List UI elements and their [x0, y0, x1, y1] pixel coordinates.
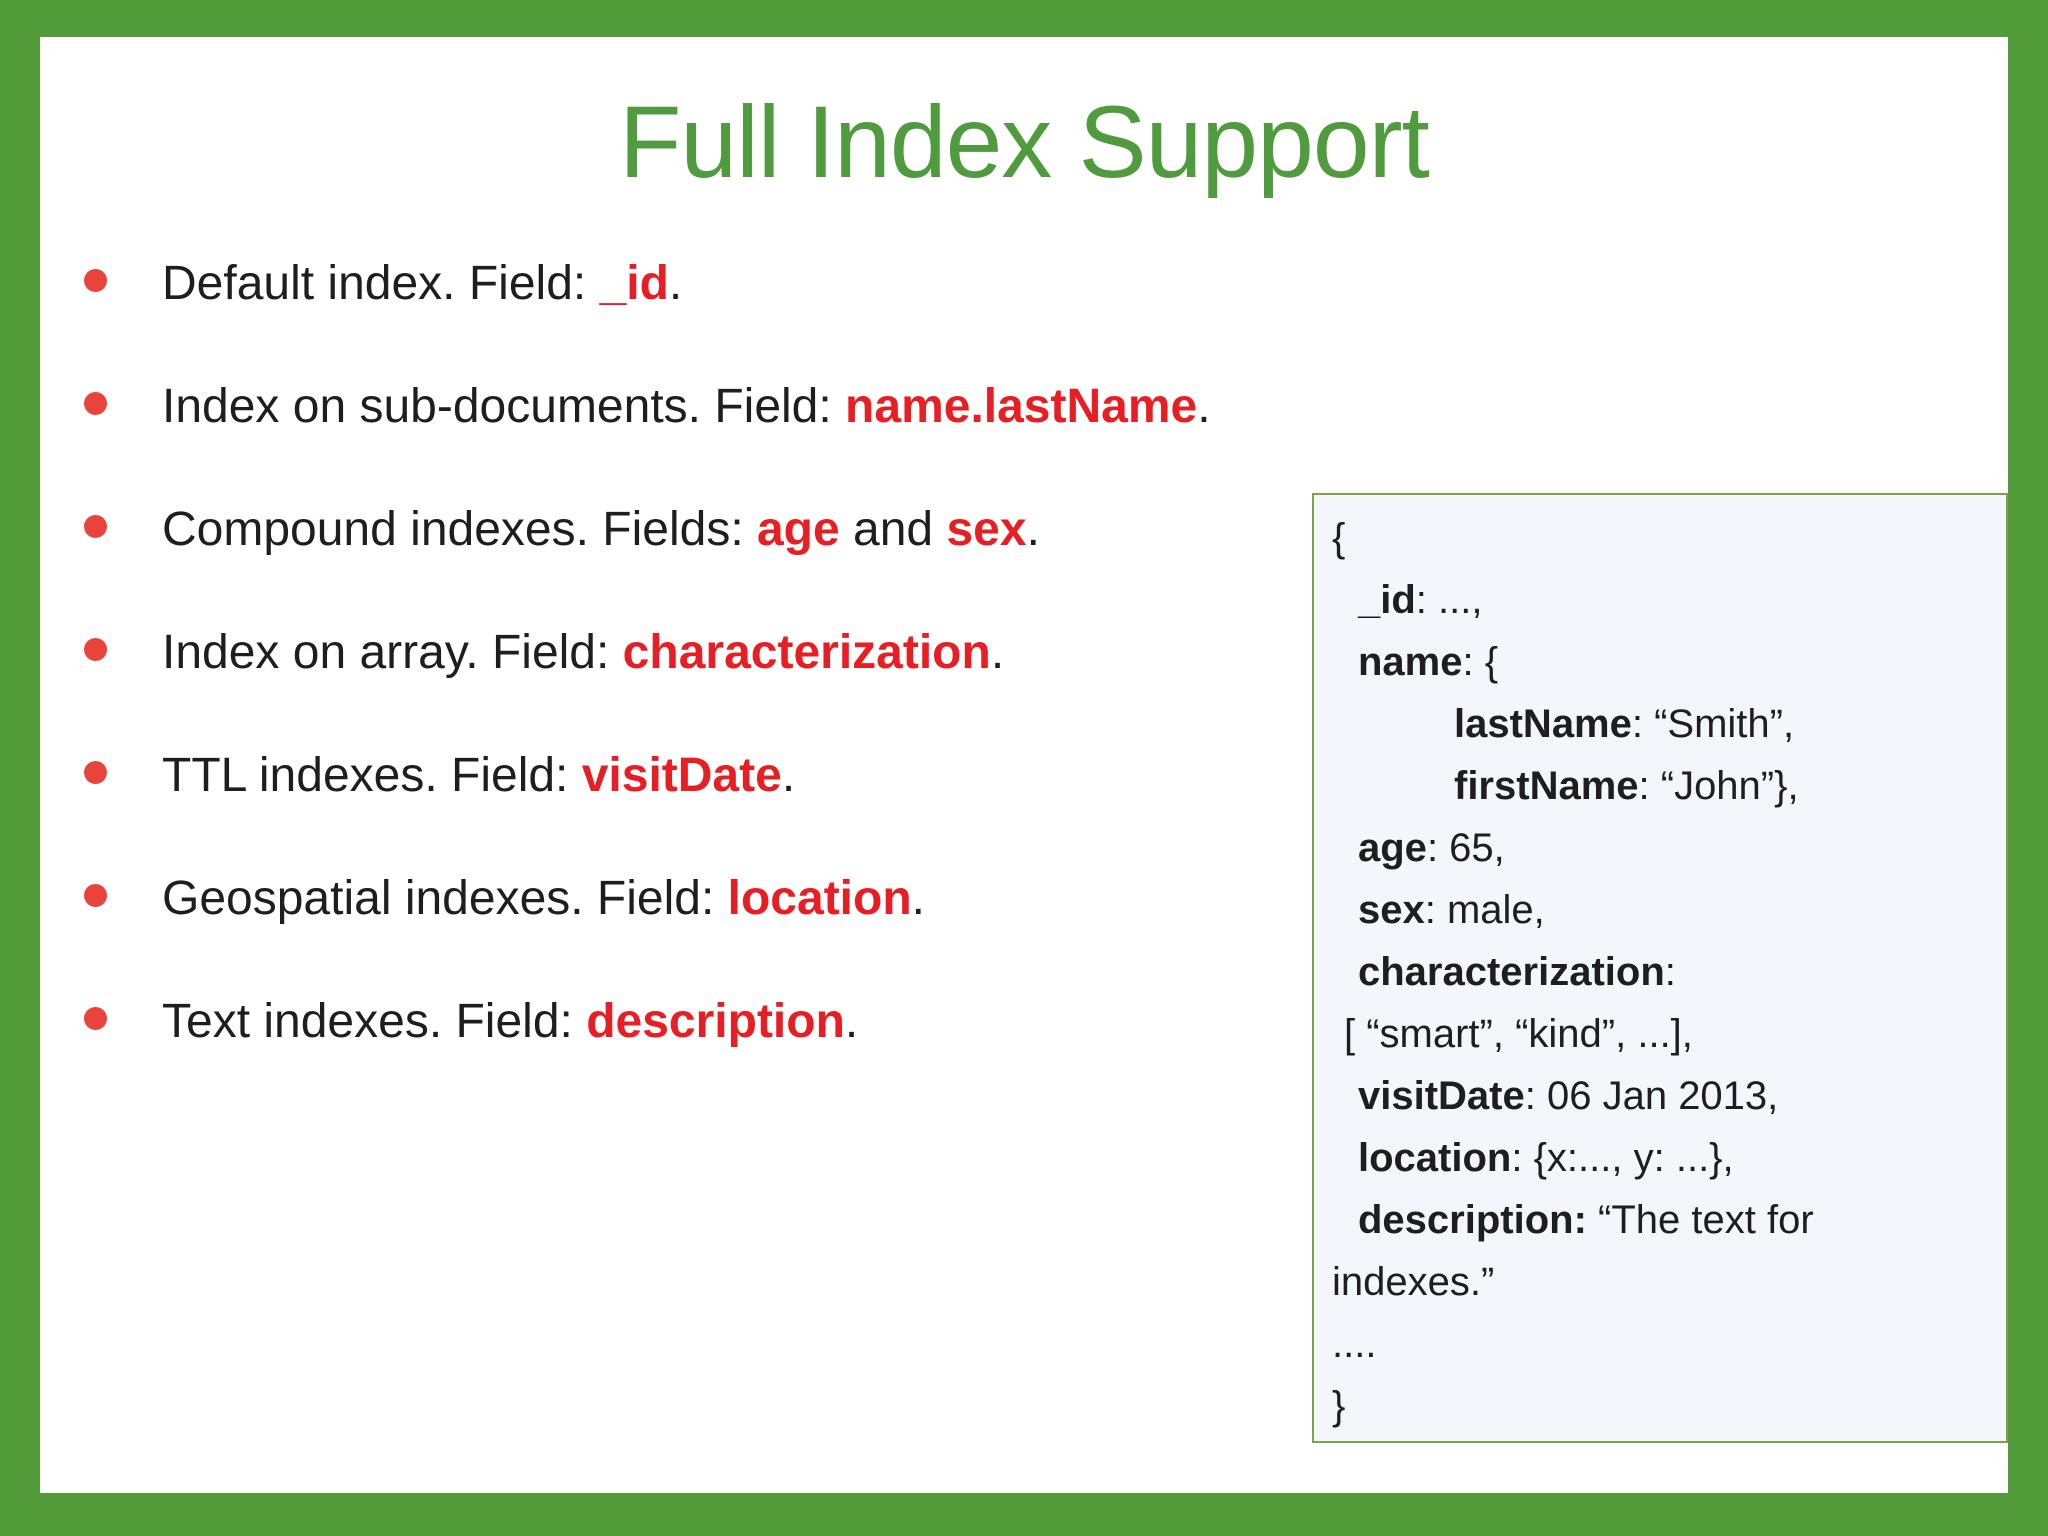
- code-text-segment: }: [1332, 1384, 1346, 1428]
- code-text-segment: : ...,: [1415, 578, 1483, 622]
- bullet-text: Default index. Field: _id.: [162, 256, 682, 311]
- bullet-text: Compound indexes. Fields: age and sex.: [162, 502, 1040, 557]
- code-text-segment: : “John”},: [1638, 764, 1799, 808]
- bullet-dot-icon: [84, 1007, 107, 1030]
- bullet-text-segment: .: [1197, 380, 1211, 433]
- bullet-item: Index on sub-documents. Field: name.last…: [84, 345, 1344, 468]
- code-line: _id: ...,: [1332, 569, 1998, 631]
- code-field-name: lastName: [1454, 702, 1632, 746]
- code-line: indexes.”: [1332, 1251, 1998, 1313]
- bullet-text: Index on array. Field: characterization.: [162, 625, 1004, 680]
- bullet-text: Geospatial indexes. Field: location.: [162, 871, 925, 926]
- field-name-highlight: _id: [599, 257, 669, 310]
- code-line: ....: [1332, 1313, 1998, 1375]
- code-text-segment: : 65,: [1426, 826, 1505, 870]
- field-name-highlight: characterization: [622, 626, 991, 679]
- bullet-text-segment: Compound indexes. Fields:: [162, 503, 757, 556]
- code-text-segment: “The text for: [1586, 1198, 1814, 1242]
- code-line: characterization:: [1332, 941, 1998, 1003]
- bullet-item: Geospatial indexes. Field: location.: [84, 837, 1344, 960]
- code-text-segment: : {x:..., y: ...},: [1511, 1136, 1734, 1180]
- bullet-list: Default index. Field: _id.Index on sub-d…: [84, 222, 1344, 1083]
- bullet-text-segment: Default index. Field:: [162, 257, 600, 310]
- code-text-segment: ....: [1332, 1322, 1377, 1366]
- slide-title: Full Index Support: [619, 85, 1430, 199]
- code-field-name: firstName: [1454, 764, 1639, 808]
- bullet-item: TTL indexes. Field: visitDate.: [84, 714, 1344, 837]
- bullet-text-segment: .: [1026, 503, 1040, 556]
- field-name-highlight: sex: [946, 503, 1027, 556]
- code-line: name: {: [1332, 631, 1998, 693]
- bullet-text-segment: .: [668, 257, 683, 310]
- code-field-name: sex: [1358, 888, 1425, 932]
- code-line: description: “The text for: [1332, 1189, 1998, 1251]
- bullet-text: Text indexes. Field: description.: [162, 994, 858, 1049]
- bullet-text-segment: Index on sub-documents. Field:: [162, 380, 846, 433]
- bullet-item: Index on array. Field: characterization.: [84, 591, 1344, 714]
- code-line: location: {x:..., y: ...},: [1332, 1127, 1998, 1189]
- code-text-segment: indexes.”: [1332, 1260, 1495, 1304]
- document-example-box: {_id: ...,name: {lastName: “Smith”,first…: [1312, 493, 2008, 1443]
- code-field-name: _id: [1358, 578, 1416, 622]
- code-line: }: [1332, 1375, 1998, 1437]
- bullet-text-segment: and: [839, 503, 947, 556]
- code-line: firstName: “John”},: [1332, 755, 1998, 817]
- code-text-segment: : 06 Jan 2013,: [1524, 1074, 1779, 1118]
- bullet-dot-icon: [84, 884, 107, 907]
- code-field-name: characterization: [1358, 950, 1665, 994]
- code-line: [ “smart”, “kind”, ...],: [1332, 1003, 1998, 1065]
- code-text-segment: [ “smart”, “kind”, ...],: [1344, 1012, 1693, 1056]
- code-line: visitDate: 06 Jan 2013,: [1332, 1065, 1998, 1127]
- bullet-text-segment: Index on array. Field:: [162, 626, 623, 679]
- code-line: sex: male,: [1332, 879, 1998, 941]
- code-line: lastName: “Smith”,: [1332, 693, 1998, 755]
- bullet-dot-icon: [84, 392, 107, 415]
- field-name-highlight: visitDate: [581, 749, 782, 802]
- code-field-name: age: [1358, 826, 1427, 870]
- bullet-dot-icon: [84, 269, 107, 292]
- bullet-text: TTL indexes. Field: visitDate.: [162, 748, 795, 803]
- bullet-text-segment: .: [844, 995, 859, 1048]
- field-name-highlight: description: [586, 995, 845, 1048]
- code-field-name: name: [1358, 640, 1463, 684]
- bullet-text-segment: Text indexes. Field:: [162, 995, 587, 1048]
- bullet-text-segment: .: [781, 749, 796, 802]
- code-field-name: visitDate: [1358, 1074, 1525, 1118]
- code-text-segment: : {: [1462, 640, 1499, 684]
- bullet-dot-icon: [84, 638, 107, 661]
- code-field-name: description:: [1358, 1198, 1587, 1242]
- bullet-text: Index on sub-documents. Field: name.last…: [162, 379, 1211, 434]
- bullet-dot-icon: [84, 515, 107, 538]
- bullet-item: Compound indexes. Fields: age and sex.: [84, 468, 1344, 591]
- code-text-segment: : “Smith”,: [1631, 702, 1795, 746]
- code-line: {: [1332, 507, 1998, 569]
- bullet-text-segment: TTL indexes. Field:: [162, 749, 582, 802]
- field-name-highlight: age: [756, 503, 840, 556]
- bullet-text-segment: Geospatial indexes. Field:: [162, 872, 728, 925]
- code-text-segment: : male,: [1424, 888, 1545, 932]
- code-text-segment: :: [1664, 950, 1676, 994]
- bullet-text-segment: .: [911, 872, 925, 925]
- field-name-highlight: location: [727, 872, 912, 925]
- bullet-item: Text indexes. Field: description.: [84, 960, 1344, 1083]
- bullet-item: Default index. Field: _id.: [84, 222, 1344, 345]
- field-name-highlight: name.lastName: [845, 380, 1198, 433]
- bullet-dot-icon: [84, 761, 107, 784]
- code-text-segment: {: [1332, 516, 1346, 560]
- code-line: age: 65,: [1332, 817, 1998, 879]
- code-field-name: location: [1358, 1136, 1512, 1180]
- bullet-text-segment: .: [990, 626, 1005, 679]
